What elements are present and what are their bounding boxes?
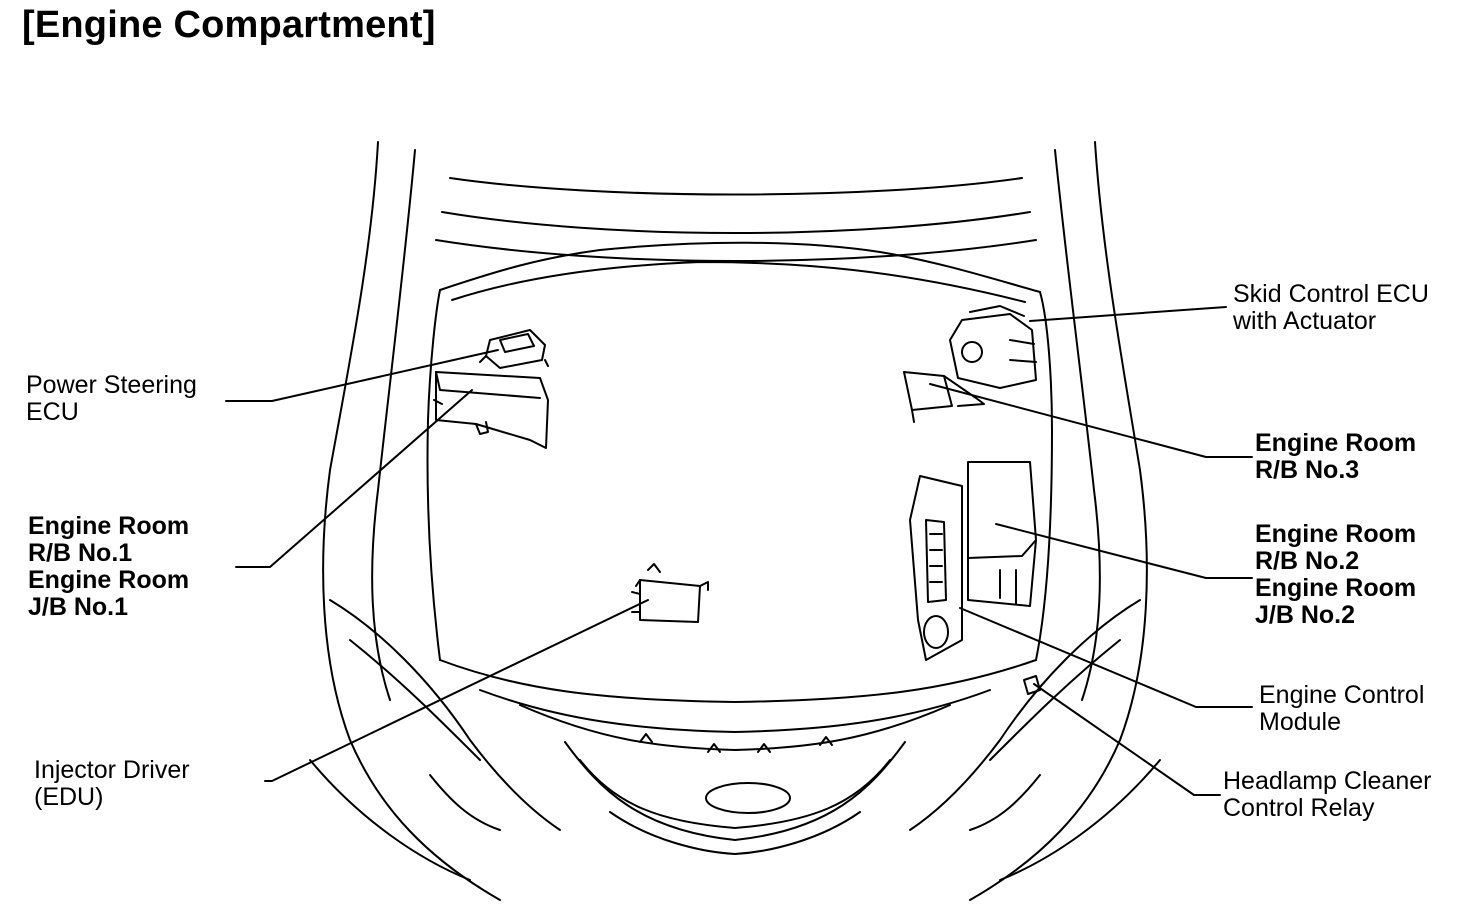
label-line: Engine Control (1259, 681, 1425, 709)
label-injector-driver: Injector Driver (EDU) (34, 757, 190, 811)
engine-room-rb3-component (903, 371, 985, 423)
label-line: (EDU) (34, 783, 104, 811)
power-steering-ecu-component (479, 329, 549, 369)
label-line: J/B No.1 (28, 593, 129, 621)
label-line: Module (1259, 708, 1341, 736)
engine-room-rb2-component (967, 461, 1037, 607)
label-line: R/B No.2 (1255, 547, 1360, 575)
engine-room-rb1-component (433, 371, 549, 449)
label-line: Skid Control ECU (1233, 280, 1429, 308)
injector-driver-component (631, 563, 709, 623)
label-line: Engine Room (28, 566, 190, 594)
label-power-steering-ecu: Power Steering ECU (26, 372, 197, 426)
label-line: Headlamp Cleaner (1223, 767, 1432, 795)
label-engine-room-rb1: Engine Room R/B No.1 Engine Room J/B No.… (28, 513, 189, 621)
label-line: ECU (26, 398, 79, 426)
label-line: R/B No.1 (28, 539, 133, 567)
label-headlamp-cleaner-relay: Headlamp Cleaner Control Relay (1223, 768, 1431, 822)
engine-control-module-component (909, 475, 963, 661)
leader-lines (225, 306, 1253, 796)
headlamp-cleaner-relay-component (1023, 675, 1041, 695)
label-line: Power Steering (26, 371, 197, 399)
page-title: [Engine Compartment] (22, 4, 436, 46)
label-line: R/B No.3 (1255, 456, 1360, 484)
label-skid-control-ecu: Skid Control ECU with Actuator (1233, 281, 1429, 335)
label-line: Engine Room (1255, 429, 1417, 457)
label-line: Engine Room (1255, 574, 1417, 602)
label-line: J/B No.2 (1255, 601, 1356, 629)
label-line: with Actuator (1233, 307, 1377, 335)
skid-control-ecu-component (949, 305, 1037, 389)
car-body-outline (309, 141, 1161, 901)
label-engine-room-rb3: Engine Room R/B No.3 (1255, 430, 1416, 484)
label-line: Engine Room (28, 512, 190, 540)
label-engine-room-rb2: Engine Room R/B No.2 Engine Room J/B No.… (1255, 521, 1416, 629)
label-line: Control Relay (1223, 794, 1375, 822)
label-line: Injector Driver (34, 756, 190, 784)
label-line: Engine Room (1255, 520, 1417, 548)
label-engine-control-module: Engine Control Module (1259, 682, 1424, 736)
